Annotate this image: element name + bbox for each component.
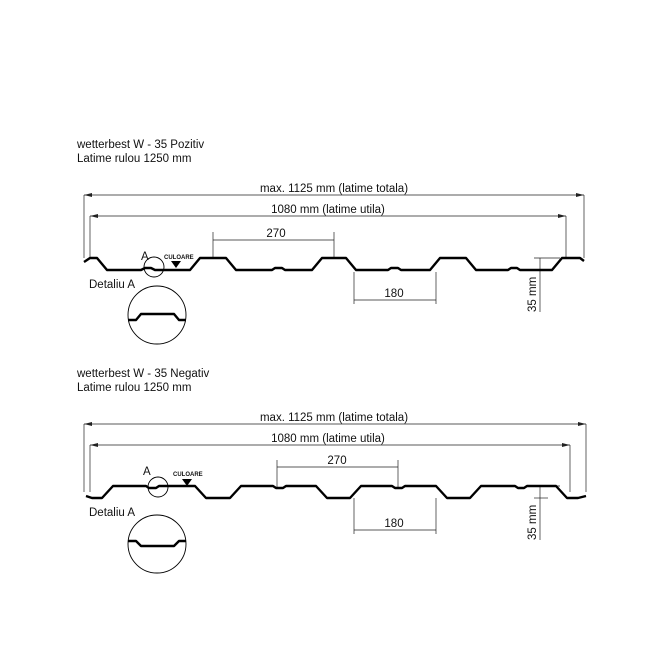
bottom-width-dimension: 180 [353, 272, 437, 304]
profile-title: wetterbest W - 35 Pozitiv [76, 139, 204, 151]
bottom-width-label: 180 [384, 288, 403, 300]
total-width-dimension: max. 1125 mm (latime totala) [83, 183, 585, 258]
pitch-label: 270 [327, 455, 346, 467]
total-width-dimension: max. 1125 mm (latime totala) [83, 412, 587, 492]
height-label: 35 mm [527, 277, 539, 312]
detail-label: Detaliu A [89, 507, 135, 519]
detail-profile-line [128, 539, 186, 548]
total-width-label: max. 1125 mm (latime totala) [260, 412, 408, 424]
color-side-label: CULOARE [164, 255, 194, 261]
pitch-dimension: 270 [212, 228, 335, 258]
color-side-label: CULOARE [173, 472, 203, 478]
useful-width-dimension: 1080 mm (latime utila) [89, 433, 571, 492]
profile-negativ: wetterbest W - 35 Negativ Latime rulou 1… [76, 368, 587, 574]
detail-marker-circle [147, 476, 169, 498]
detail-marker-circle [143, 256, 165, 278]
profile-roll-width: Latime rulou 1250 mm [77, 382, 191, 394]
detail-marker-label: A [141, 251, 149, 263]
detail-circle [127, 285, 187, 345]
sheet-profile-line [83, 256, 585, 272]
profile-pozitiv: wetterbest W - 35 Pozitiv Latime rulou 1… [76, 139, 585, 345]
pitch-label: 270 [266, 228, 285, 240]
color-side-arrow-icon [182, 479, 192, 486]
total-width-label: max. 1125 mm (latime totala) [260, 183, 408, 195]
profile-roll-width: Latime rulou 1250 mm [77, 153, 191, 165]
bottom-width-label: 180 [384, 518, 403, 530]
useful-width-dimension: 1080 mm (latime utila) [89, 204, 567, 258]
detail-label: Detaliu A [89, 279, 135, 291]
detail-marker-label: A [143, 466, 151, 478]
pitch-dimension: 270 [276, 455, 399, 488]
bottom-width-dimension: 180 [353, 498, 437, 534]
profile-title: wetterbest W - 35 Negativ [76, 368, 210, 380]
useful-width-label: 1080 mm (latime utila) [271, 204, 385, 216]
sheet-profile-line [85, 484, 587, 500]
height-label: 35 mm [527, 505, 539, 540]
detail-circle [127, 514, 187, 574]
useful-width-label: 1080 mm (latime utila) [271, 433, 385, 445]
height-dimension: 35 mm [527, 485, 560, 540]
color-side-arrow-icon [171, 261, 181, 268]
detail-profile-line [128, 312, 186, 322]
